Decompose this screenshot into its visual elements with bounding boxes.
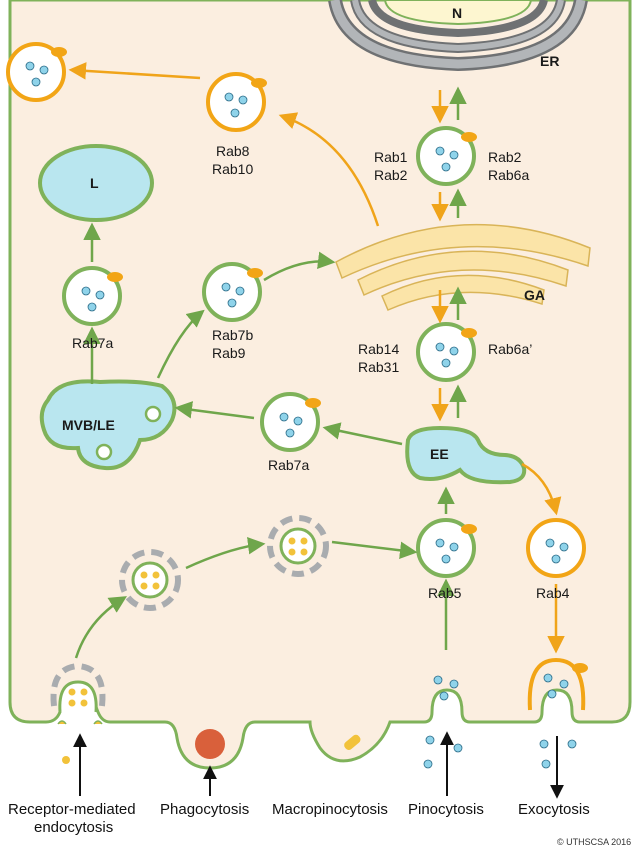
label-rab5: Rab5: [428, 585, 462, 601]
orange-arrows: [68, 62, 565, 654]
vesicle-rab7a-mid: [260, 392, 321, 452]
extracellular-cargo: [425, 735, 435, 745]
extracellular-cargo: [541, 759, 551, 769]
vesicle-exocytosis: [527, 657, 588, 711]
nucleus: [383, 0, 533, 26]
label-rab9: Rab9: [212, 345, 246, 361]
nucleus-label: N: [452, 5, 462, 21]
copyright: © UTHSCSA 2016: [557, 837, 631, 847]
vesicle-top-left: [6, 42, 67, 102]
ligand: [62, 756, 70, 764]
label-rab10: Rab10: [212, 161, 253, 177]
label-endocytosis: endocytosis: [34, 819, 113, 836]
macropinocytosis-cargo: [344, 734, 361, 750]
green-arrows: [74, 86, 467, 659]
label-rab7b: Rab7b: [212, 327, 253, 343]
clathrin-coated-pit: [50, 662, 106, 713]
label-rab7a-top: Rab7a: [72, 335, 113, 351]
extracellular-cargo: [453, 743, 463, 753]
label-exocytosis: Exocytosis: [518, 801, 590, 818]
vesicle-rab8: [206, 72, 267, 132]
label-rab4: Rab4: [536, 585, 570, 601]
label-phagocytosis: Phagocytosis: [160, 801, 249, 818]
label-pinocytosis: Pinocytosis: [408, 801, 484, 818]
label-macropinocytosis: Macropinocytosis: [272, 801, 388, 818]
mvb-internal-vesicle: [95, 443, 113, 461]
vesicle-rab7a-top: [62, 266, 123, 326]
early-endosome: [405, 425, 527, 485]
vesicle-rab4: [526, 518, 586, 578]
pinocytosis-cargo: [433, 675, 459, 701]
mvb-label: MVB/LE: [62, 417, 115, 433]
process-arrows: [73, 731, 564, 799]
receptor-ligand: [93, 720, 103, 725]
extracellular-cargo: [567, 739, 577, 749]
lysosome-label: L: [90, 175, 99, 191]
mvb-late-endosome: [39, 379, 177, 471]
vesicle-rab1-rab2: [416, 126, 477, 186]
golgi-label: GA: [524, 287, 545, 303]
vesicle-rab5: [416, 518, 477, 578]
er-label: ER: [540, 53, 559, 69]
receptor-ligand: [57, 720, 67, 725]
label-rab6a-prime: Rab6a’: [488, 341, 532, 357]
label-rab6a: Rab6a: [488, 167, 529, 183]
clathrin-coated-vesicle-lower: [119, 549, 181, 611]
extracellular-cargo: [423, 759, 433, 769]
label-rab31: Rab31: [358, 359, 399, 375]
vesicle-rab7b-rab9: [202, 262, 263, 322]
label-rab7a-mid: Rab7a: [268, 457, 309, 473]
label-rab8: Rab8: [216, 143, 250, 159]
mvb-internal-vesicle: [144, 405, 162, 423]
label-rab2-right: Rab2: [488, 149, 522, 165]
label-rab2-left: Rab2: [374, 167, 408, 183]
label-receptor-mediated: Receptor-mediated: [8, 801, 136, 818]
golgi-apparatus: [335, 223, 591, 311]
label-rab14: Rab14: [358, 341, 399, 357]
clathrin-coated-vesicle-upper: [267, 515, 329, 577]
extracellular-cargo: [539, 739, 549, 749]
phagocytosed-particle: [195, 729, 225, 759]
lysosome: [38, 144, 154, 222]
endoplasmic-reticulum: [328, 0, 588, 72]
label-rab1: Rab1: [374, 149, 408, 165]
ee-label: EE: [430, 446, 449, 462]
vesicle-rab14-rab31: [416, 322, 477, 382]
